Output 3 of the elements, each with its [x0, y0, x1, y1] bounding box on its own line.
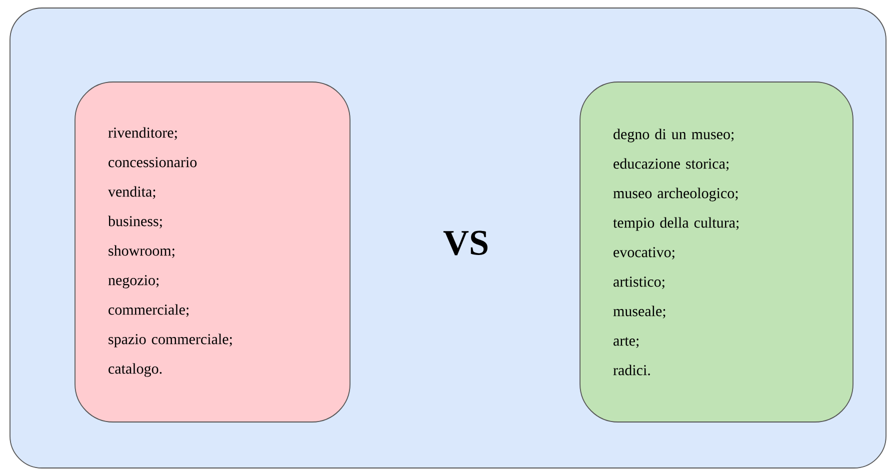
- word-list-box: degno di un museo; educazione storica; museo archeologico; tempio della cultura; evocativo; artistico; museale; arte; radici.: [580, 82, 854, 422]
- word-list-box: rivenditore; concessionario vendita; business; showroom; negozio; commerciale; spazio commerciale; catalogo.: [74, 82, 350, 422]
- vs-label: VS: [443, 230, 488, 256]
